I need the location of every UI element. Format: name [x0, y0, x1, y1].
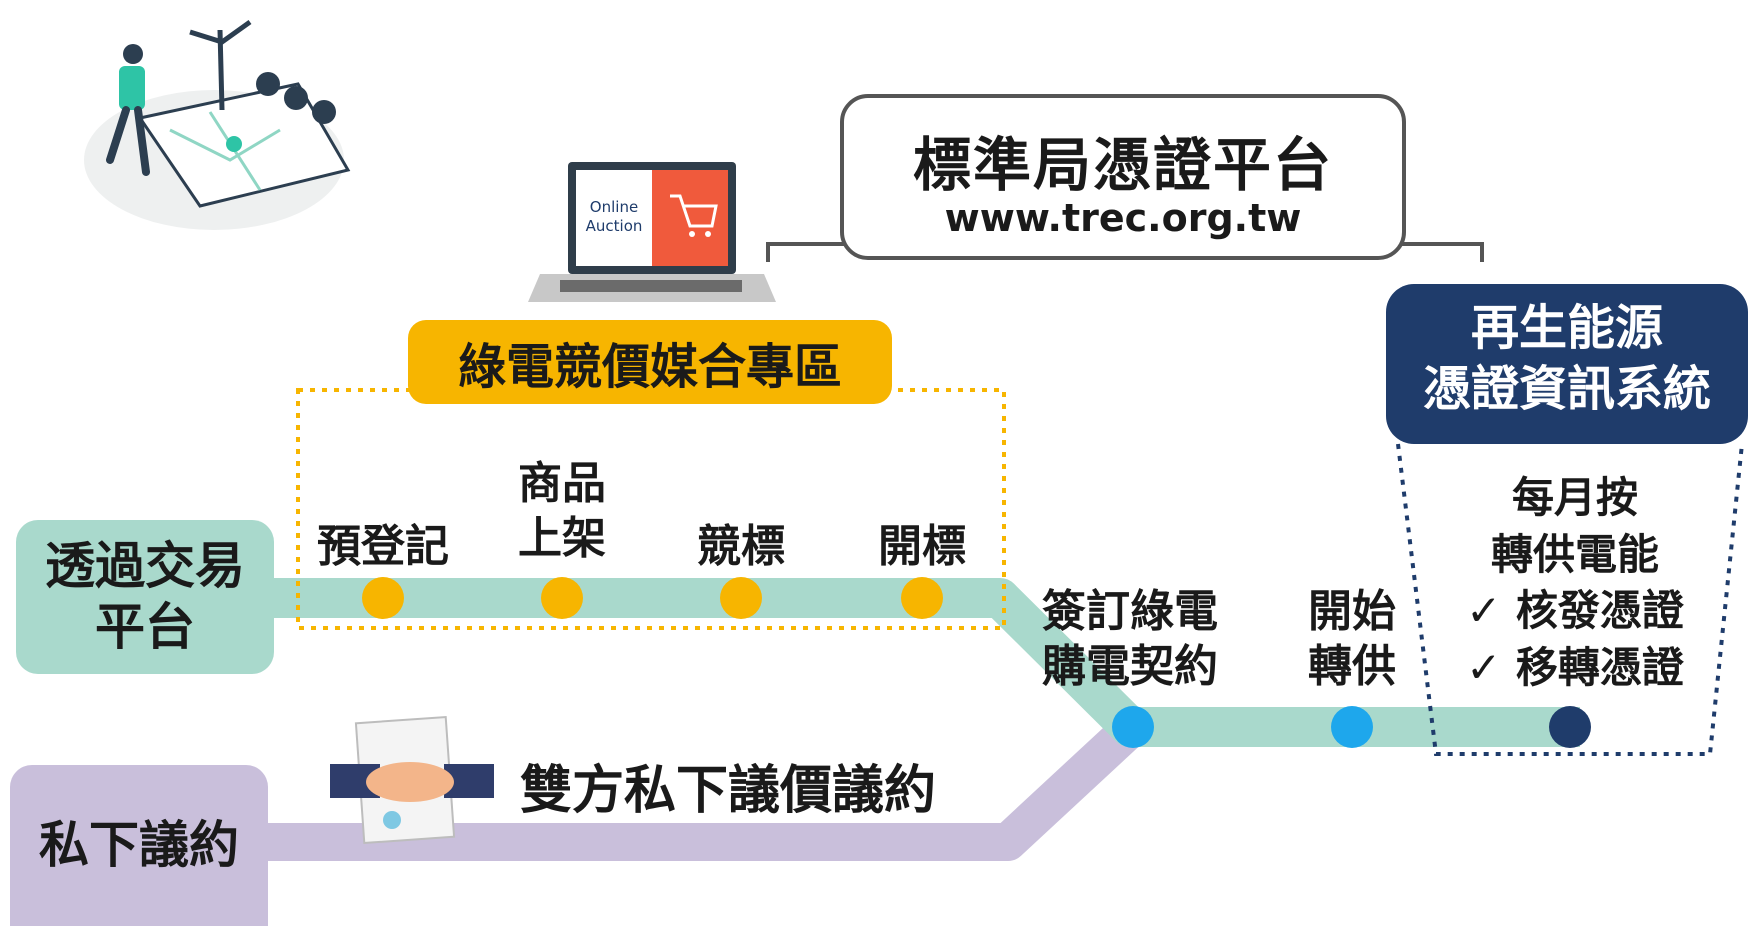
step-dot-supply: [1331, 706, 1373, 748]
step-bidding-label: 競標: [697, 521, 785, 572]
laptop-line2: Auction: [585, 216, 643, 235]
step-certificate-label: 每月按 轉供電能 ✓ 核發憑證 ✓ 移轉憑證: [1440, 470, 1710, 697]
handshake-illustration: [330, 715, 494, 845]
platform-url[interactable]: www.trec.org.tw: [944, 196, 1302, 240]
person-map-illustration: [84, 19, 351, 230]
private-path-line: [240, 713, 1145, 861]
system-line2: 憑證資訊系統: [1422, 361, 1711, 418]
step-supply-line1: 開始: [1308, 586, 1396, 637]
monthly-line4: ✓ 移轉憑證: [1466, 643, 1684, 693]
step-listing-label: 商品 上架: [482, 456, 642, 566]
private-deal-block: 私下議約: [10, 765, 268, 926]
step-dot-listing: [541, 577, 583, 619]
step-listing-line2: 上架: [518, 513, 606, 564]
monthly-line2: 轉供電能: [1490, 529, 1659, 579]
step-contract-label: 簽訂綠電 購電契約: [1030, 584, 1230, 694]
step-dot-contract: [1112, 706, 1154, 748]
platform-title: 標準局憑證平台: [912, 131, 1333, 199]
step-opening-label: 開標: [878, 521, 966, 572]
step-dot-certificate: [1549, 706, 1591, 748]
trading-platform-block: 透過交易 平台: [16, 520, 274, 674]
monthly-line1: 每月按: [1511, 473, 1638, 522]
step-supply-line2: 轉供: [1308, 641, 1396, 692]
step-dot-bidding: [720, 577, 762, 619]
step-dot-preregister: [362, 577, 404, 619]
private-deal-description: 雙方私下議價議約: [520, 761, 937, 821]
laptop-illustration: [528, 162, 776, 302]
trading-platform-line1: 透過交易: [45, 537, 245, 595]
monthly-line3: ✓ 核發憑證: [1466, 586, 1684, 636]
auction-zone-label: 綠電競價媒合專區: [408, 320, 892, 404]
step-contract-line1: 簽訂綠電: [1042, 586, 1218, 637]
platform-box: 標準局憑證平台 www.trec.org.tw: [840, 94, 1406, 260]
system-line1: 再生能源: [1470, 300, 1663, 356]
private-deal-label: 私下議約: [39, 816, 239, 874]
step-dot-opening: [901, 577, 943, 619]
laptop-screen-text: Online Auction: [576, 198, 652, 236]
certificate-system-box: 再生能源 憑證資訊系統: [1386, 284, 1748, 444]
laptop-line1: Online: [589, 198, 639, 216]
trading-platform-line2: 平台: [95, 598, 195, 656]
step-contract-line2: 購電契約: [1042, 641, 1218, 692]
step-supply-label: 開始 轉供: [1282, 584, 1422, 694]
step-listing-line1: 商品: [518, 458, 606, 509]
certificate-zone-outline: [1396, 443, 1744, 756]
step-preregister-label: 預登記: [317, 521, 449, 572]
